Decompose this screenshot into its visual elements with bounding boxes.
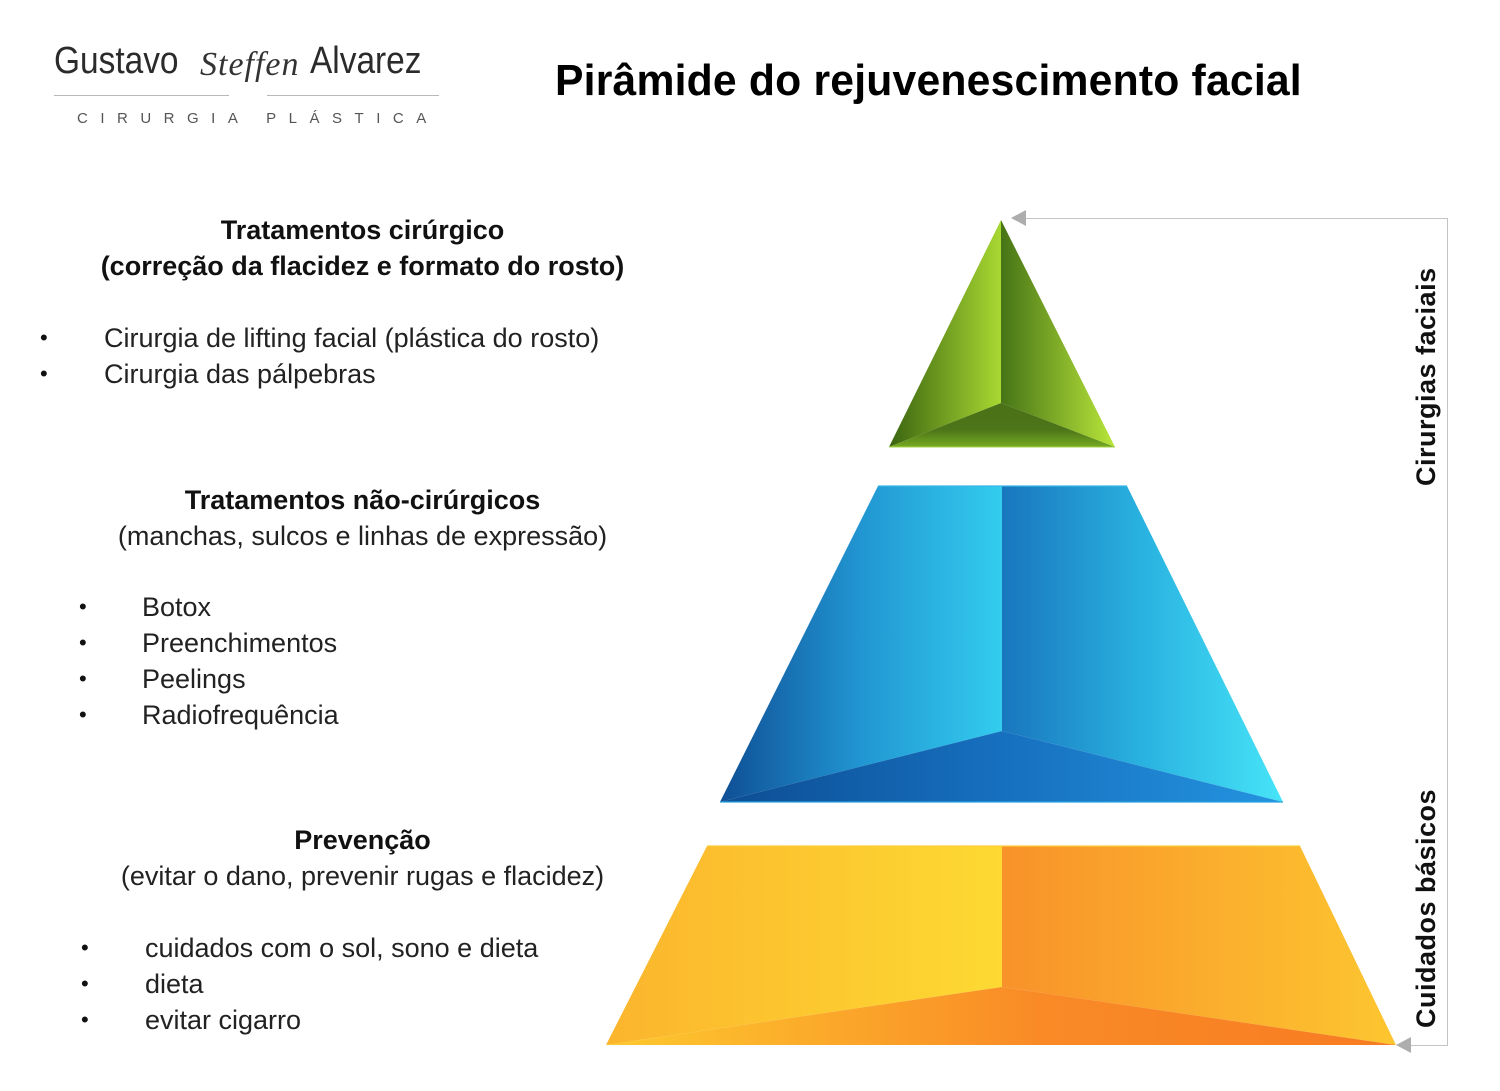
list-item: • Preenchimentos — [79, 625, 339, 661]
list-item: • Cirurgia de lifting facial (plástica d… — [40, 320, 599, 356]
page-title: Pirâmide do rejuvenescimento facial — [555, 56, 1302, 105]
pyramid-tier-top — [889, 220, 1115, 448]
list-item: • evitar cigarro — [81, 1002, 538, 1038]
bullet-icon: • — [81, 935, 89, 960]
list-item-text: Cirurgia de lifting facial (plástica do … — [104, 323, 600, 353]
section-subheading: (manchas, sulcos e linhas de expressão) — [117, 521, 608, 551]
list-item: • cuidados com o sol, sono e dieta — [81, 930, 538, 966]
bullet-icon: • — [79, 666, 87, 691]
surgical-list: • Cirurgia de lifting facial (plástica d… — [40, 320, 599, 392]
list-item-text: Botox — [142, 592, 212, 622]
bracket-line-top — [1026, 218, 1447, 219]
logo-rule-right — [267, 95, 439, 96]
list-item: • Cirurgia das pálpebras — [40, 356, 599, 392]
arrow-left-icon — [1396, 1037, 1411, 1053]
arrow-left-icon — [1011, 210, 1026, 226]
section-subheading: (evitar o dano, prevenir rugas e flacide… — [120, 861, 605, 891]
section-subheading: (correção da flacidez e formato do rosto… — [100, 251, 625, 281]
list-item-text: Radiofrequência — [142, 700, 339, 730]
bracket-line-vertical — [1447, 218, 1448, 1046]
bullet-icon: • — [79, 630, 87, 655]
pyramid-tier-bottom — [606, 845, 1396, 1045]
section-heading: Tratamentos não-cirúrgicos — [184, 485, 541, 515]
bullet-icon: • — [40, 325, 48, 350]
label-cirurgias-faciais: Cirurgias faciais — [1411, 267, 1441, 486]
label-cuidados-basicos: Cuidados básicos — [1411, 788, 1441, 1028]
list-item-text: dieta — [145, 969, 204, 999]
list-item: • Radiofrequência — [79, 697, 339, 733]
logo-rule-left — [54, 95, 229, 96]
list-item: • Peelings — [79, 661, 339, 697]
brand-logo: Gustavo Steffen Alvarez CIRURGIA PLÁSTIC… — [52, 36, 452, 136]
logo-subtitle: CIRURGIA PLÁSTICA — [77, 110, 439, 127]
list-item: • dieta — [81, 966, 538, 1002]
list-item-text: cuidados com o sol, sono e dieta — [145, 933, 539, 963]
bullet-icon: • — [40, 361, 48, 386]
logo-last-name: Alvarez — [310, 40, 422, 82]
pyramid-tier-middle — [720, 485, 1283, 803]
section-heading: Tratamentos cirúrgico — [220, 215, 505, 245]
section-heading: Prevenção — [294, 825, 431, 855]
bracket-line-bottom — [1410, 1045, 1447, 1046]
prevention-list: • cuidados com o sol, sono e dieta • die… — [81, 930, 538, 1038]
list-item-text: Peelings — [142, 664, 246, 694]
list-item-text: Preenchimentos — [142, 628, 338, 658]
bullet-icon: • — [81, 1007, 89, 1032]
list-item: • Botox — [79, 589, 339, 625]
bullet-icon: • — [79, 702, 87, 727]
section-surgical: Tratamentos cirúrgico (correção da flaci… — [40, 212, 685, 284]
list-item-text: evitar cigarro — [145, 1005, 302, 1035]
bullet-icon: • — [79, 594, 87, 619]
logo-middle-name: Steffen — [200, 46, 300, 83]
bullet-icon: • — [81, 971, 89, 996]
section-prevention: Prevenção (evitar o dano, prevenir rugas… — [40, 822, 685, 894]
section-non-surgical: Tratamentos não-cirúrgicos (manchas, sul… — [40, 482, 685, 554]
non-surgical-list: • Botox • Preenchimentos • Peelings • Ra… — [79, 589, 339, 733]
logo-first-name: Gustavo — [54, 40, 179, 82]
list-item-text: Cirurgia das pálpebras — [104, 359, 376, 389]
